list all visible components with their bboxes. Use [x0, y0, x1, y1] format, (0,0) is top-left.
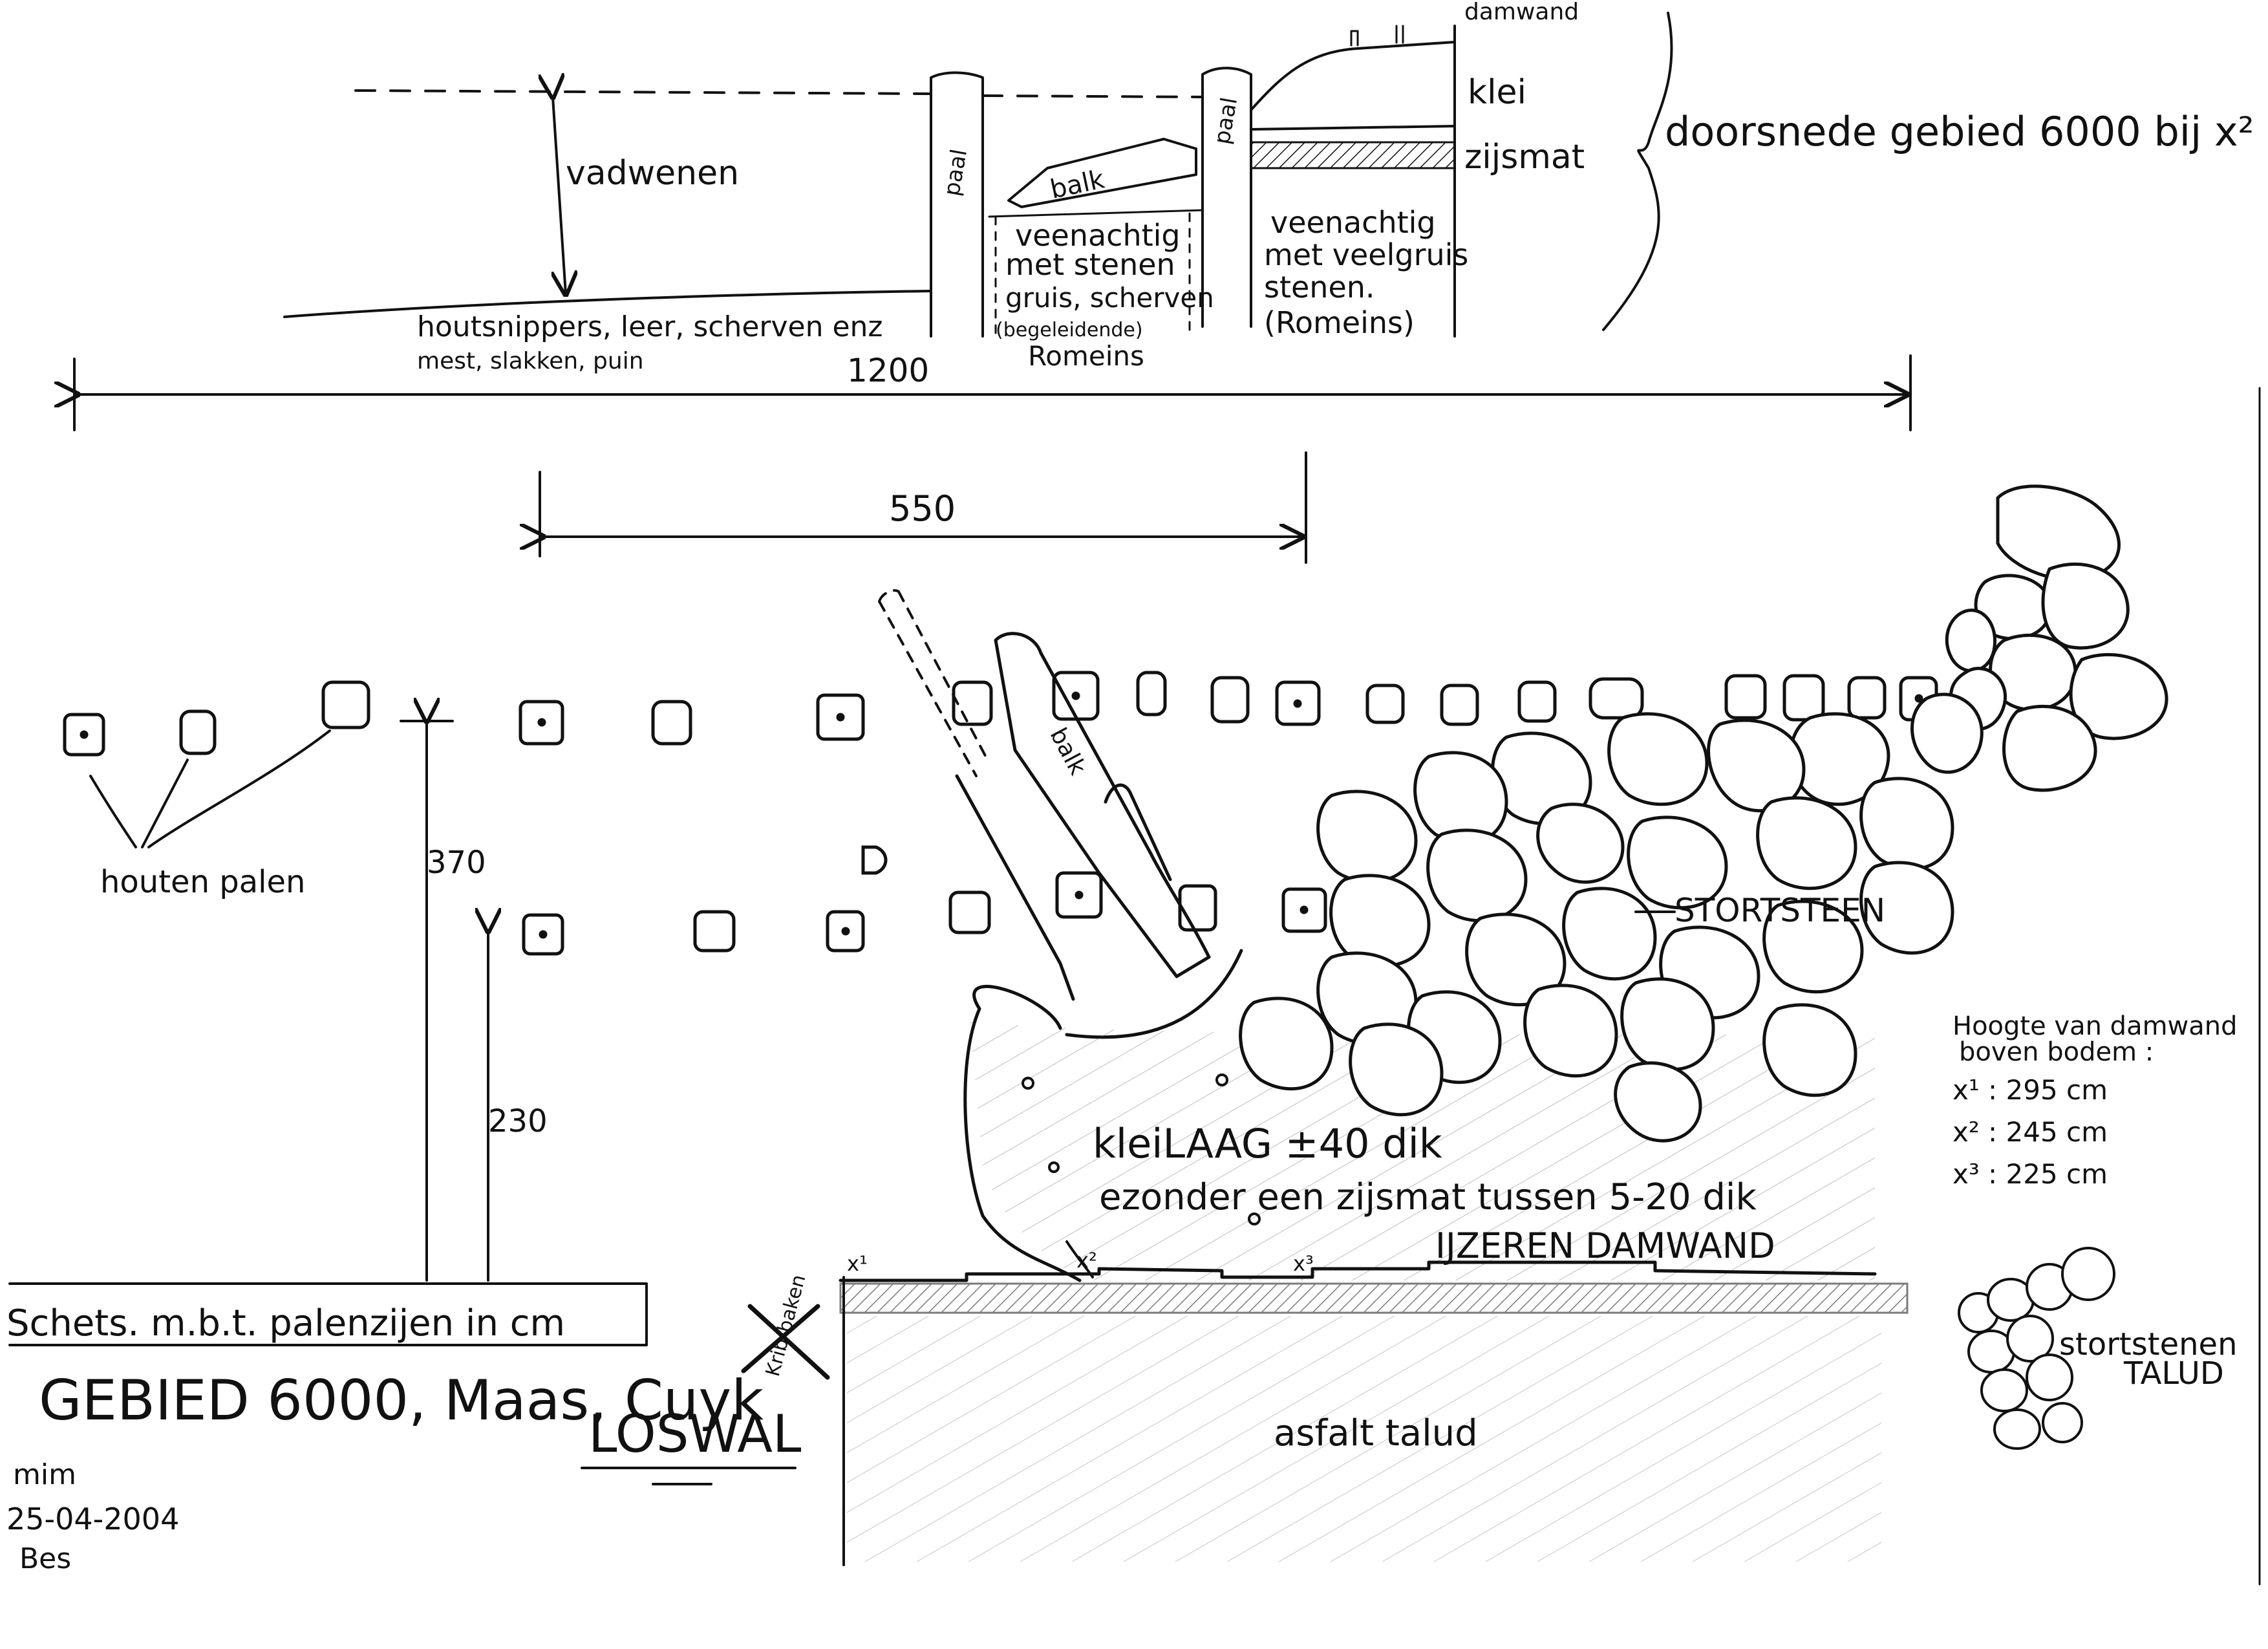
label-stortstenen: stortstenen	[2059, 1326, 2237, 1363]
title-block: Schets. m.b.t. palenzijen in cm GEBIED 6…	[6, 1272, 830, 1575]
label-klei-laag: kleiLAAG ±40 dik	[1093, 1120, 1442, 1167]
label-bes: Bes	[19, 1542, 71, 1575]
label-zijsmat: zijsmat	[1464, 138, 1585, 177]
label-dim-230: 230	[488, 1103, 548, 1139]
post-row-bottom	[522, 845, 1327, 956]
label-x1: x¹	[847, 1251, 868, 1276]
label-veen-left-3: gruis, scherven	[1005, 282, 1214, 314]
label-veen-right-2: met veelgruis	[1264, 237, 1468, 272]
label-houten-palen: houten palen	[100, 864, 305, 900]
label-gebied: GEBIED 6000, Maas, Cuyk	[39, 1368, 764, 1433]
label-ijzeren-damwand: IJZEREN DAMWAND	[1435, 1225, 1775, 1266]
label-hoogte-title-1: Hoogte van damwand	[1952, 1011, 2238, 1041]
label-vaddwenen: vadwenen	[566, 154, 739, 193]
label-hoogte-title-2: boven bodem :	[1959, 1037, 2154, 1067]
label-veen-left-4: (begeleidende)	[996, 319, 1143, 341]
label-hoogte-x3: x³ : 225 cm	[1952, 1158, 2108, 1190]
label-paal-left: paal	[939, 147, 972, 199]
talud-stones	[1958, 1247, 2115, 1450]
label-dim-1200: 1200	[847, 352, 929, 389]
plan-view	[63, 451, 2168, 1566]
label-talud: TALUD	[2123, 1355, 2224, 1392]
label-houtsnippers-1: houtsnippers, leer, scherven enz	[417, 310, 883, 343]
label-veen-left-1: veenachtig	[1015, 218, 1181, 253]
label-ezonder: ezonder een zijsmat tussen 5-20 dik	[1099, 1176, 1757, 1218]
label-veen-right-1: veenachtig	[1270, 205, 1436, 240]
label-klei: klei	[1468, 73, 1526, 112]
label-loswal: LOSWAL	[588, 1404, 802, 1464]
label-schets: Schets. m.b.t. palenzijen in cm	[6, 1302, 565, 1344]
label-damwand-section: damwand	[1464, 0, 1579, 25]
label-paal-right: paal	[1209, 96, 1243, 147]
label-balk-section: balk	[1047, 164, 1107, 205]
label-veen-left-5: Romeins	[1028, 340, 1144, 372]
label-x3: x³	[1293, 1251, 1314, 1276]
label-x2: x²	[1076, 1248, 1097, 1273]
label-doorsnede: doorsnede gebied 6000 bij x²	[1665, 108, 2254, 155]
label-stortsteen: STORTSTEEN	[1674, 892, 1885, 929]
label-veen-right-4: (Romeins)	[1264, 305, 1415, 340]
label-dim-550: 550	[889, 488, 956, 529]
cross-section	[74, 12, 1912, 431]
label-veen-left-2: met stenen	[1005, 247, 1175, 282]
cross-section-labels: vadwenen paal paal balk veenachtig met s…	[417, 0, 2254, 389]
label-veen-right-3: stenen.	[1264, 270, 1375, 305]
label-dim-370: 370	[427, 845, 486, 881]
stortsteen-stones	[1239, 484, 2168, 1143]
label-asfalt-talud: asfalt talud	[1274, 1412, 1478, 1454]
plan-labels: 550 370 230 houten palen balk STORTSTEEN…	[100, 488, 2238, 1454]
post-row-top	[63, 671, 1938, 757]
label-date: 25-04-2004	[6, 1502, 179, 1536]
label-author: mim	[13, 1458, 76, 1491]
label-hoogte-x2: x² : 245 cm	[1952, 1116, 2108, 1148]
label-houtsnippers-2: mest, slakken, puin	[417, 348, 644, 374]
label-hoogte-x1: x¹ : 295 cm	[1952, 1074, 2108, 1106]
